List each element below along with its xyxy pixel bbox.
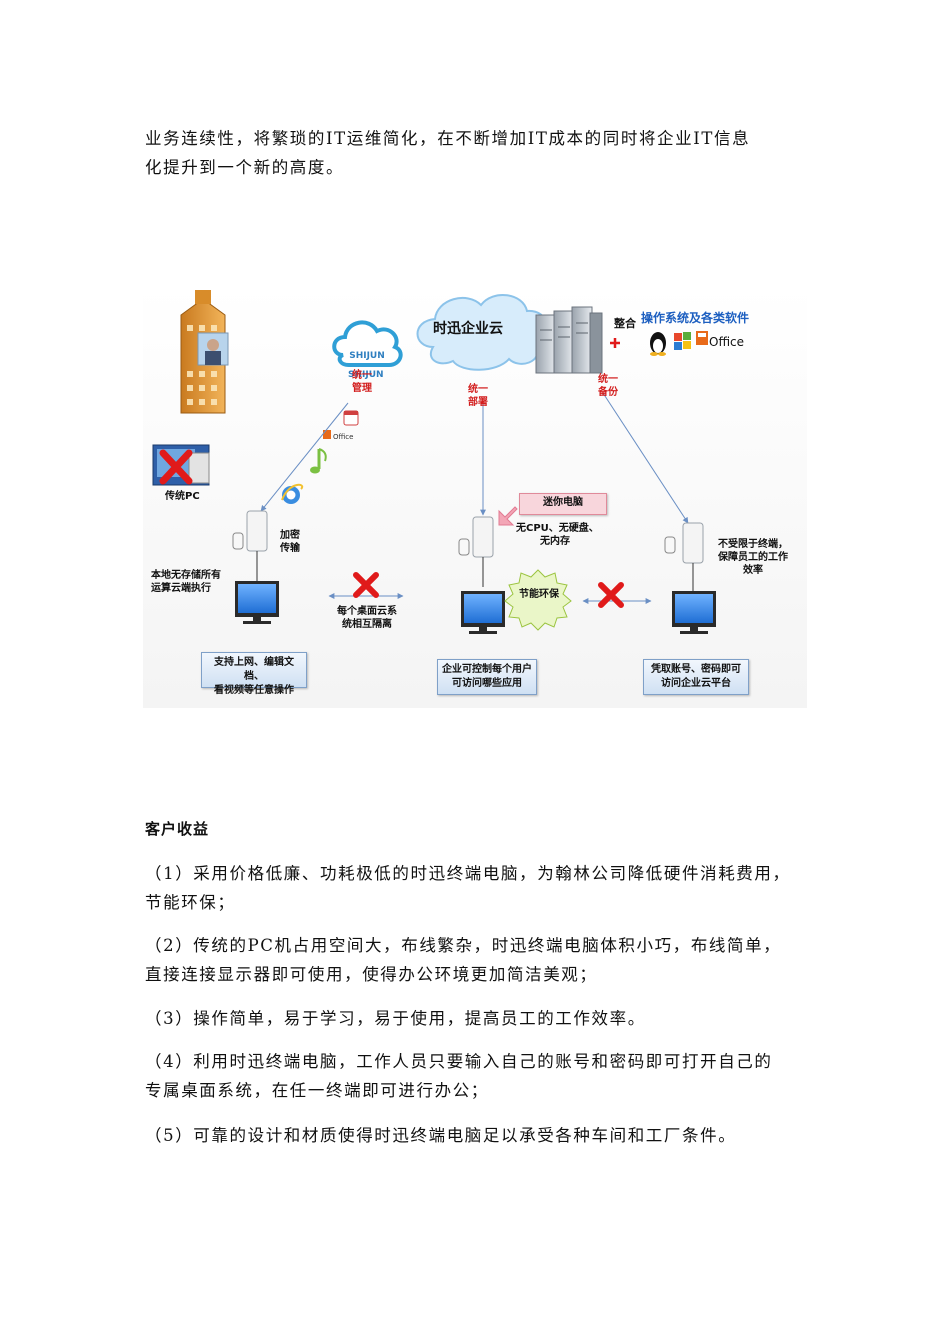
architecture-diagram: SHIJUN [143, 285, 807, 708]
unify-deploy-label: 统一部署 [468, 384, 488, 408]
energy-starburst-icon [504, 569, 572, 631]
cloud-title: 时迅企业云 [433, 321, 503, 337]
unify-backup-label: 统一备份 [598, 374, 618, 398]
control-box: 企业可控制每个用户可访问哪些应用 [437, 659, 537, 695]
unify-manage-label: 统一管理 [352, 370, 372, 394]
terminal-unlimited-label: 不受限于终端，保障员工的工作效率 [718, 539, 788, 576]
calendar-icon [343, 410, 359, 426]
internet-explorer-icon [281, 483, 304, 504]
benefit-item-2: （2）传统的PC机占用空间大，布线繁杂，时迅终端电脑体积小巧，布线简单，直接连接… [145, 936, 782, 984]
office-logo-icon [696, 331, 708, 345]
capability-box: 支持上网、编辑文档、看视频等任意操作 [201, 652, 307, 696]
benefits-heading: 客户收益 [145, 820, 210, 838]
traditional-pc-icon [152, 444, 210, 486]
benefit-item-1: （1）采用价格低廉、功耗极低的时迅终端电脑，为翰林公司降低硬件消耗费用，节能环保… [145, 864, 791, 912]
energy-saving-label: 节能环保 [519, 589, 559, 600]
plus-icon [610, 338, 620, 348]
manage-arrow [260, 402, 349, 512]
benefit-item-5: （5）可靠的设计和材质使得时迅终端电脑足以承受各种车间和工厂条件。 [145, 1126, 737, 1145]
intro-paragraph: 业务连续性，将繁琐的IT运维简化，在不断增加IT成本的同时将企业IT信息 化提升… [145, 124, 815, 182]
server-rack-icon [535, 306, 603, 374]
benefit-item-3: （3）操作简单，易于学习，易于使用，提高员工的工作效率。 [145, 1009, 646, 1028]
diagram-graphics: SHIJUN [152, 290, 716, 634]
isolation-x-right-icon [598, 582, 624, 608]
intro-line-1: 业务连续性，将繁琐的IT运维简化，在不断增加IT成本的同时将企业IT信息 [145, 129, 751, 148]
svg-text:SHIJUN: SHIJUN [349, 351, 385, 361]
svg-text:Office: Office [333, 433, 353, 441]
intro-line-2: 化提升到一个新的高度。 [145, 158, 345, 177]
thin-client-middle-icon [458, 516, 494, 587]
office-label: Office [709, 335, 745, 349]
monitor-left-icon [235, 581, 279, 624]
integrate-label: 整合 [614, 317, 636, 330]
access-box: 凭取账号、密码即可访问企业云平台 [643, 659, 749, 695]
local-no-storage-label: 本地无存储所有运算云端执行 [151, 570, 221, 594]
thin-client-left-icon [232, 510, 268, 581]
encrypt-transfer-label: 加密传输 [280, 530, 300, 554]
traditional-pc-label: 传统PC [165, 491, 200, 502]
windows-logo-icon [674, 332, 691, 350]
monitor-right-icon [672, 591, 716, 634]
shijun-cloud-logo-icon: SHIJUN [332, 320, 403, 367]
mini-pc-pointer-arrow [498, 506, 518, 526]
isolation-label: 每个桌面云系统相互隔离 [337, 606, 397, 630]
no-hardware-label: 无CPU、无硬盘、无内存 [516, 523, 599, 547]
thin-client-right-icon [664, 522, 704, 591]
benefit-item-4: （4）利用时迅终端电脑，工作人员只要输入自己的账号和密码即可打开自己的专属桌面系… [145, 1052, 773, 1100]
monitor-middle-icon [461, 591, 505, 634]
backup-arrow [602, 392, 689, 524]
music-note-icon [310, 448, 327, 474]
isolation-x-left-icon [353, 572, 379, 598]
office-building-icon [180, 290, 229, 414]
small-office-logo-icon: Office [323, 430, 353, 441]
os-software-label: 操作系统及各类软件 [641, 311, 750, 325]
linux-penguin-icon [650, 332, 666, 356]
mini-pc-callout: 迷你电脑 [519, 493, 607, 515]
shijun-logo-text: SHIJUN [348, 370, 384, 380]
